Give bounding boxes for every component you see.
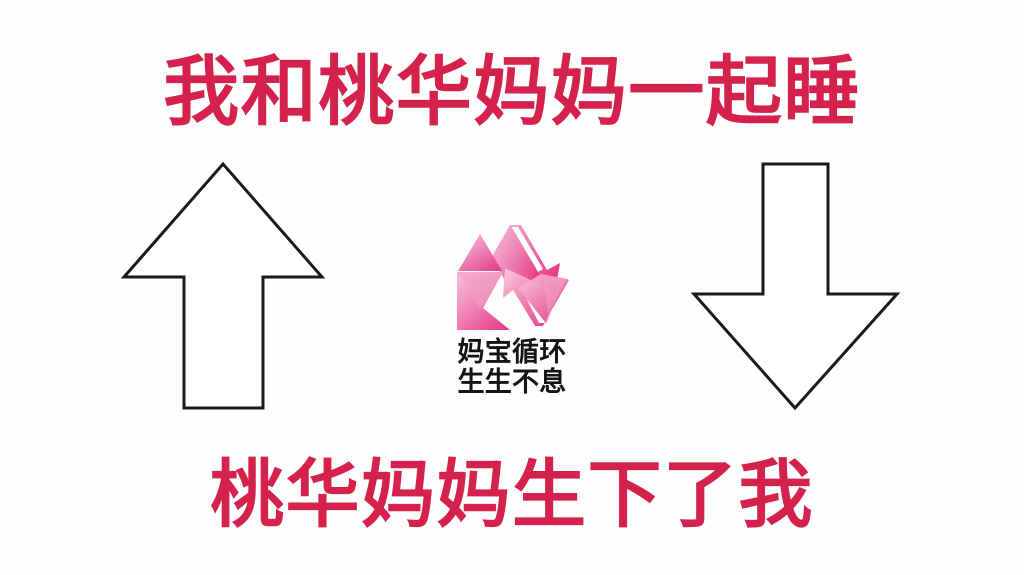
bottom-slogan-text: 桃华妈妈生下了我 xyxy=(210,452,814,538)
badge-caption-line-2: 生生不息 xyxy=(457,367,567,399)
badge-caption-line-1: 妈宝循环 xyxy=(457,337,567,368)
recycle-icon xyxy=(457,225,569,330)
arrow-up-outline-icon xyxy=(118,158,328,414)
top-slogan-text: 我和桃华妈妈一起睡 xyxy=(163,47,861,136)
arrow-down-outline-icon xyxy=(688,158,903,414)
recycle-badge: 妈宝循环 生生不息 xyxy=(412,218,612,418)
